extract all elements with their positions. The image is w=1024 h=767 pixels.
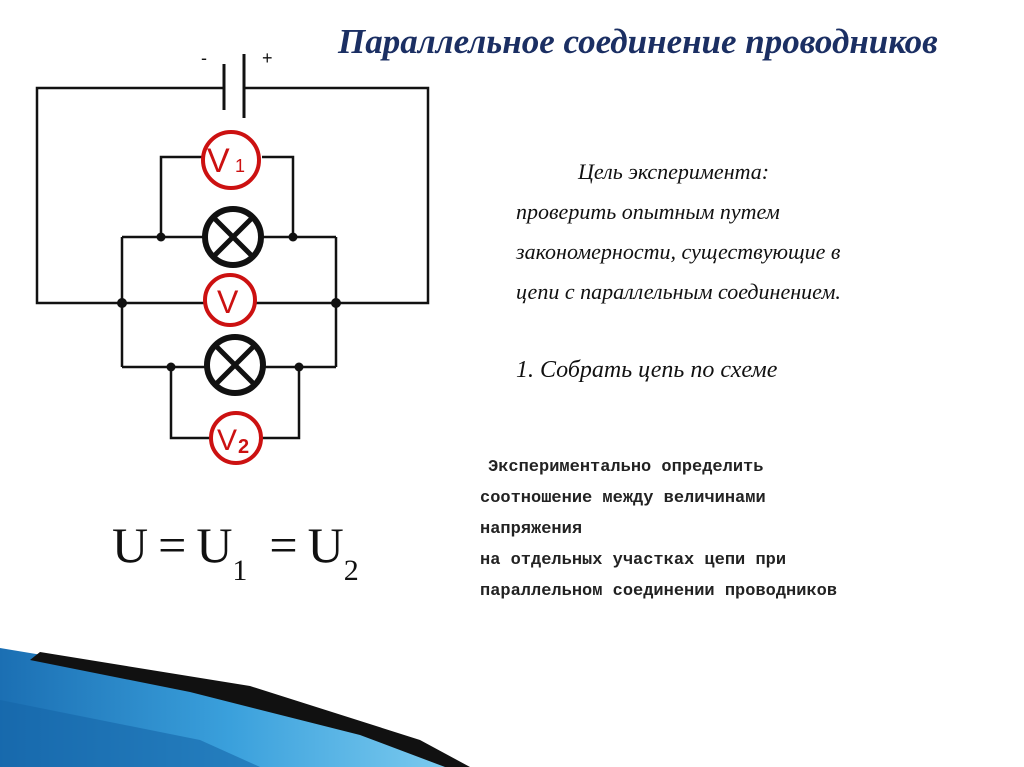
goal-block: Цель эксперимента: проверить опытным пут… [516,152,986,312]
task-block: Экспериментально определить соотношение … [480,452,1000,607]
goal-line: цепи с параллельным соединением. [516,279,841,304]
wire-outer-left [35,86,224,305]
task-line: соотношение между величинами [480,489,766,508]
voltmeter-v2-letter: V [217,424,237,457]
formula-u1-sub: 1 [232,554,248,587]
goal-line: закономерности, существующие в [516,239,841,264]
task-line: на отдельных участках цепи при [480,551,787,570]
junction-dot [294,362,304,372]
voltage-formula: U=U1=U2 [112,516,359,587]
lamp-1-icon [202,206,264,268]
junction-dot [156,232,166,242]
swoosh-black-stripe [30,652,470,767]
formula-u1-base: U [196,517,233,573]
junction-dot [117,298,127,308]
voltmeter-v1-letter: V [207,142,230,180]
swoosh-shade [0,700,260,767]
voltmeter-v1: V 1 [201,130,261,190]
junction-dot [331,298,341,308]
task-line: напряжения [480,520,583,539]
circuit-diagram: - + V 1 V V 2 [35,48,430,465]
lamp-2-icon [204,334,266,396]
wire-v2 [169,367,301,440]
voltmeter-v1-sub: 1 [235,156,245,176]
slide-title: Параллельное соединение проводников [338,22,938,61]
junction-dot [166,362,176,372]
voltmeter-v2: V 2 [209,411,263,465]
formula-u2-sub: 2 [343,554,359,587]
task-line: параллельном соединении проводников [480,582,838,601]
voltmeter-v2-sub: 2 [238,436,249,458]
junction-dot [288,232,298,242]
formula-u2-base: U [307,517,344,573]
wire-v1 [159,155,295,237]
step-text: 1. Собрать цепь по схеме [516,357,778,383]
battery-minus-label: - [201,48,207,68]
wire-outer-right [244,86,430,305]
task-line: Экспериментально определить [488,458,764,477]
goal-line: проверить опытным путем [516,199,780,224]
voltmeter-main-letter: V [217,284,239,320]
formula-equals: = [158,517,187,573]
battery-plus-label: + [262,48,273,68]
formula-equals: = [269,517,298,573]
voltmeter-main: V [203,273,257,327]
formula-u: U [112,517,149,573]
goal-heading: Цель эксперимента: [578,159,770,184]
